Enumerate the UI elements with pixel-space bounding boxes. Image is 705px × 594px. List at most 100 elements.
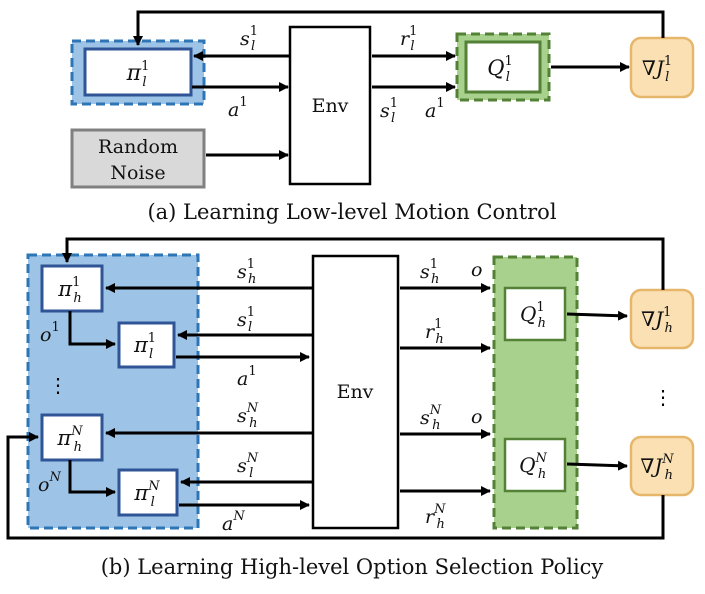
edge-a1-out-a-sup: 1 [436,96,444,111]
option-1-label: o1 [40,320,60,346]
grad-a-sup: 1 [664,54,672,69]
e-sl1-base: s [237,309,247,331]
c1-sup: 1 [536,300,544,315]
hp1-sup: 1 [72,275,80,290]
edge-label-out-oN: o [471,406,482,428]
cn-sub: h [538,467,546,482]
arrow-feedback-bN [6,432,665,540]
oN-sup: N [48,470,61,485]
critic-a-box [464,40,542,94]
edge-a1-a-base: a [228,99,239,121]
o-rh1-sub: h [435,332,443,347]
e-slN-sub: l [249,466,253,481]
arrow-feedback-a [133,10,665,46]
arrow-criticN-gradN [566,460,628,471]
g1-sup: 1 [663,305,671,320]
edge-rl1-a-sub: l [410,39,414,54]
edge-sl1-a-sub: l [251,39,255,54]
e-aN-sup: N [232,509,245,524]
lp1-base: π [133,333,149,357]
lp1-sub: l [149,347,153,362]
e-slN-base: s [237,455,247,477]
o-sh1-sup: 1 [430,257,438,272]
e-sl1-sub: l [248,320,252,335]
edge-a1-a-sup: 1 [239,95,247,110]
ellipsis-right: ⋮ [653,385,673,409]
critic-1-box [503,286,567,342]
edge-label-out-o1: o [471,259,482,281]
high-policy-n-box [40,413,104,462]
env-b-box [311,254,400,530]
lp1-sup: 1 [148,331,156,346]
arrow-critic1-grad1 [566,310,628,321]
e-slN-sup: N [246,451,259,466]
lpn-sup: N [147,479,160,494]
hpn-sup: N [70,424,83,439]
o1-sup: 1 [51,320,59,335]
e-shN-sub: h [249,416,257,431]
caption-b: (b) Learning High-level Option Selection… [101,555,604,579]
edge-sl1-a-sup: 1 [250,24,258,39]
policy-a-box [83,47,193,97]
policy-a-base: π [126,61,142,86]
gn-sup: N [661,452,674,467]
critic-n-box [503,437,567,493]
hp1-sub: h [73,291,81,306]
e-shN-base: s [237,405,247,427]
lpn-sub: l [151,495,155,510]
o-shN-sub: h [432,418,440,433]
edge-sl1-out-a-sup: 1 [390,96,398,111]
hpn-base: π [56,426,72,450]
gn-base: ∇J [640,454,663,478]
edge-sl1-out-a-base: s [380,100,390,122]
o-sh1-sub: h [431,272,439,287]
gn-sub: h [665,468,673,483]
o-rh1-sup: 1 [434,317,442,332]
g1-base: ∇J [641,307,664,331]
e-shN-sup: N [246,401,259,416]
policy-a-sub: l [142,75,146,90]
cn-sup: N [535,451,548,466]
e-a1-base: a [237,368,248,390]
o-shN-base: s [420,407,430,429]
o-rh1-base: r [425,321,436,343]
caption-a: (a) Learning Low-level Motion Control [147,200,556,224]
edge-sl1-out-a-sub: l [391,111,395,126]
o-rhN-sub: h [436,517,444,532]
low-policy-n-box [117,468,179,517]
grad-a-base: ∇J [642,56,665,80]
env-b-label: Env [337,381,374,403]
env-a-box [288,25,372,186]
edge-label-aN: aN [222,509,245,535]
ellipsis-left: ⋮ [48,373,68,397]
e-sh1-base: s [237,261,247,283]
arrow-feedback-b1 [62,237,665,290]
edge-label-a1-a: a1 [228,95,248,121]
cn-base: Q [519,453,535,477]
e-aN-base: a [222,513,233,535]
c1-sub: h [538,316,546,331]
hp1-base: π [57,277,73,301]
e-sl1-sup: 1 [247,305,255,320]
o-shN-sup: N [429,403,442,418]
grad-a-sub: l [665,70,669,85]
